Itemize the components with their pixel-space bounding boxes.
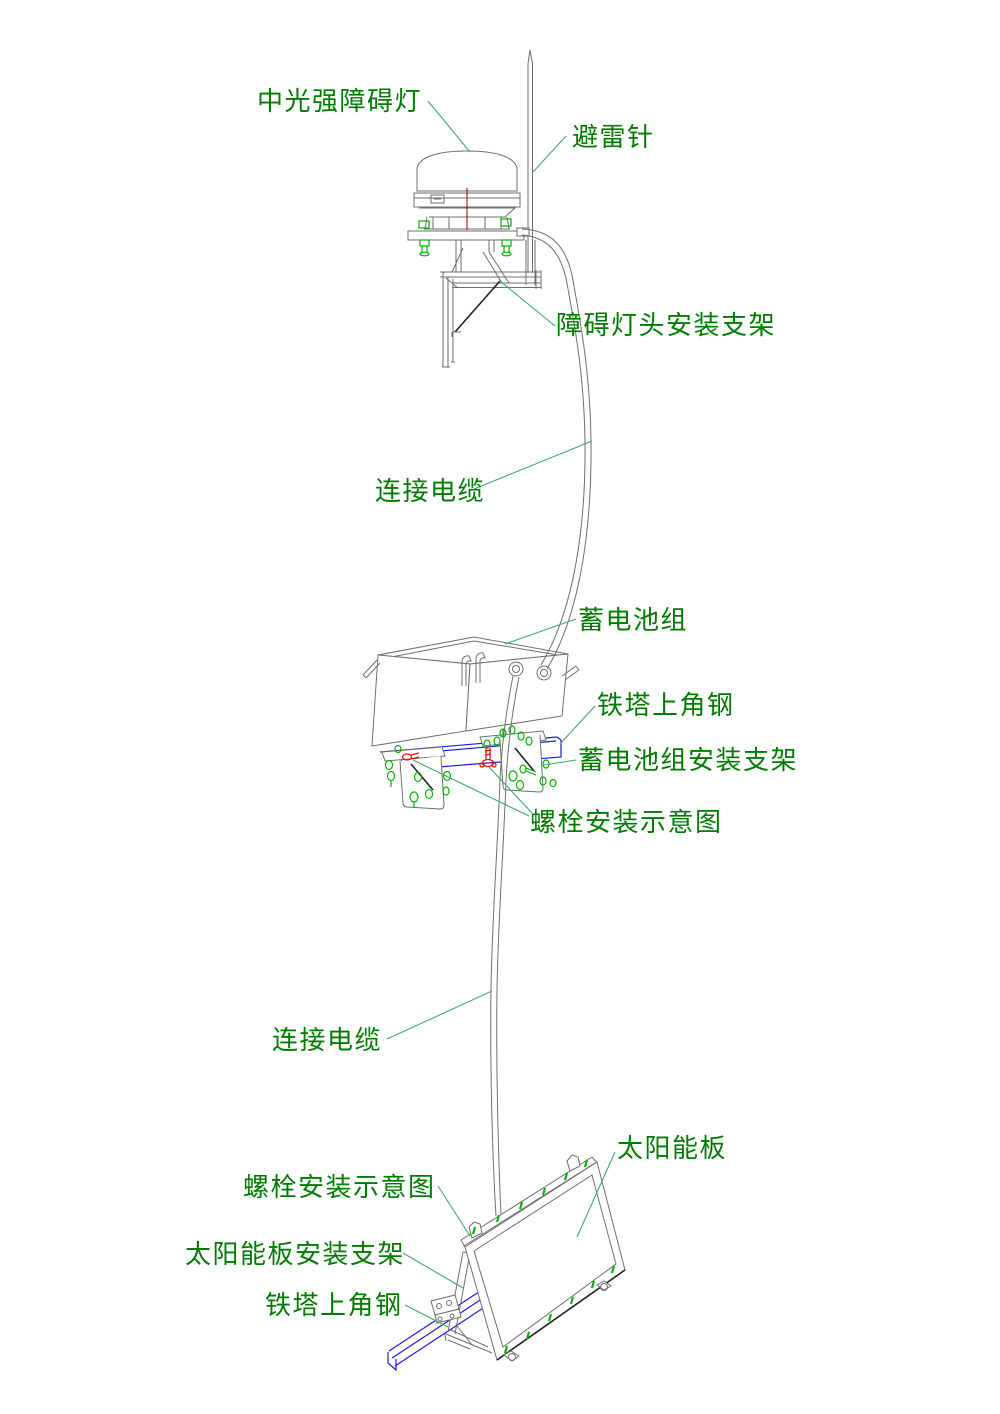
leader-cable-lower [386, 990, 493, 1040]
leader-bolt-detail-upper-b [412, 759, 530, 817]
label-bolt-detail-upper: 螺栓安装示意图 [530, 808, 723, 837]
leader-solar-bracket [402, 1252, 464, 1289]
leader-tower-angle-upper [559, 705, 596, 745]
solar-assembly-drawing [387, 1154, 626, 1372]
label-solar-bracket: 太阳能板安装支架 [185, 1240, 406, 1269]
leader-bolt-detail-upper-a [488, 766, 533, 814]
leader-solar-panel [576, 1151, 616, 1238]
lightning-rod-drawing [525, 49, 536, 285]
leader-tower-angle-lower [404, 1304, 449, 1328]
label-obstruction-light: 中光强障碍灯 [257, 87, 423, 116]
lamp-head-bracket-drawing [440, 240, 542, 368]
leader-battery-bracket [543, 759, 577, 766]
leader-obstruction-light [427, 100, 471, 153]
lower-cable-drawing [490, 675, 520, 1217]
label-tower-angle-lower: 铁塔上角钢 [265, 1291, 403, 1320]
label-cable-lower: 连接电缆 [272, 1026, 383, 1055]
label-solar-panel: 太阳能板 [617, 1134, 728, 1163]
label-battery-pack: 蓄电池组 [578, 606, 689, 635]
label-cable-upper: 连接电缆 [375, 477, 486, 506]
leader-bolt-detail-lower [437, 1185, 471, 1237]
label-bolt-detail-lower: 螺栓安装示意图 [243, 1173, 436, 1202]
label-battery-bracket: 蓄电池组安装支架 [578, 746, 799, 775]
leader-lightning-rod [532, 135, 567, 173]
leader-light-head-bracket [499, 280, 556, 327]
upper-cable-drawing [521, 228, 592, 670]
battery-box-drawing [362, 636, 580, 747]
label-light-head-bracket: 障碍灯头安装支架 [556, 311, 777, 340]
label-lightning-rod: 避雷针 [572, 123, 655, 152]
leader-lines [386, 100, 616, 1328]
label-tower-angle-upper: 铁塔上角钢 [597, 691, 735, 720]
leader-cable-upper [473, 440, 593, 490]
obstruction-lamp-drawing [407, 150, 530, 257]
leader-battery-pack [504, 618, 577, 645]
